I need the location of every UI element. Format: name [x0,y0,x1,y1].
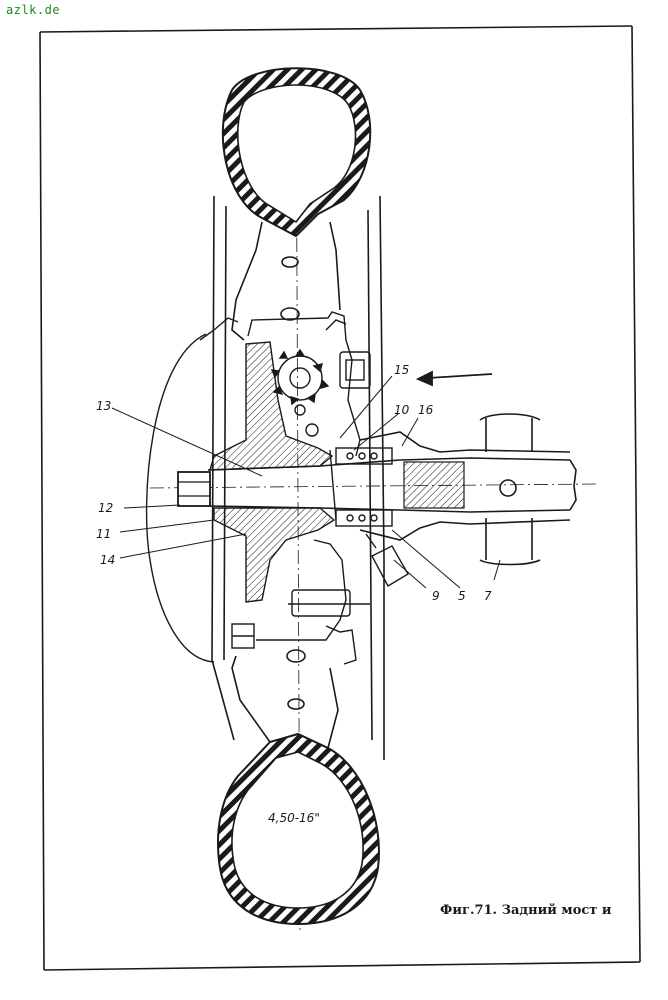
callout-15: 15 [394,363,409,377]
callout-14: 14 [100,553,115,567]
axle-nut [177,471,211,507]
callout-13: 13 [96,399,111,413]
wheel-rim [211,195,385,760]
callout-12: 12 [98,501,113,515]
callout-5: 5 [458,589,466,603]
tire-top [221,67,372,238]
callout-11: 11 [96,527,111,541]
leader-lines [111,375,501,589]
direction-arrow [415,370,493,387]
brake-assembly [247,311,371,665]
tire-size-label: 4,50-16" [268,811,320,825]
watermark-text: azlk.de [6,3,61,17]
lug-bolt [231,623,255,649]
callout-7: 7 [484,589,492,603]
bearing [329,447,393,527]
grease-fitting [365,533,409,587]
page-frame [39,25,641,971]
figure-caption: Фиг.71. Задний мост и [440,903,612,918]
gear-sprocket [270,348,330,406]
callout-16: 16 [418,403,434,417]
spring-mount [479,413,541,566]
hub-body [209,341,336,603]
tire-bottom [217,732,380,926]
callout-10: 10 [394,403,410,417]
callout-labels: 13 12 11 14 15 10 16 9 5 7 [96,363,492,603]
callout-9: 9 [432,589,440,603]
hub-cap [145,317,239,663]
